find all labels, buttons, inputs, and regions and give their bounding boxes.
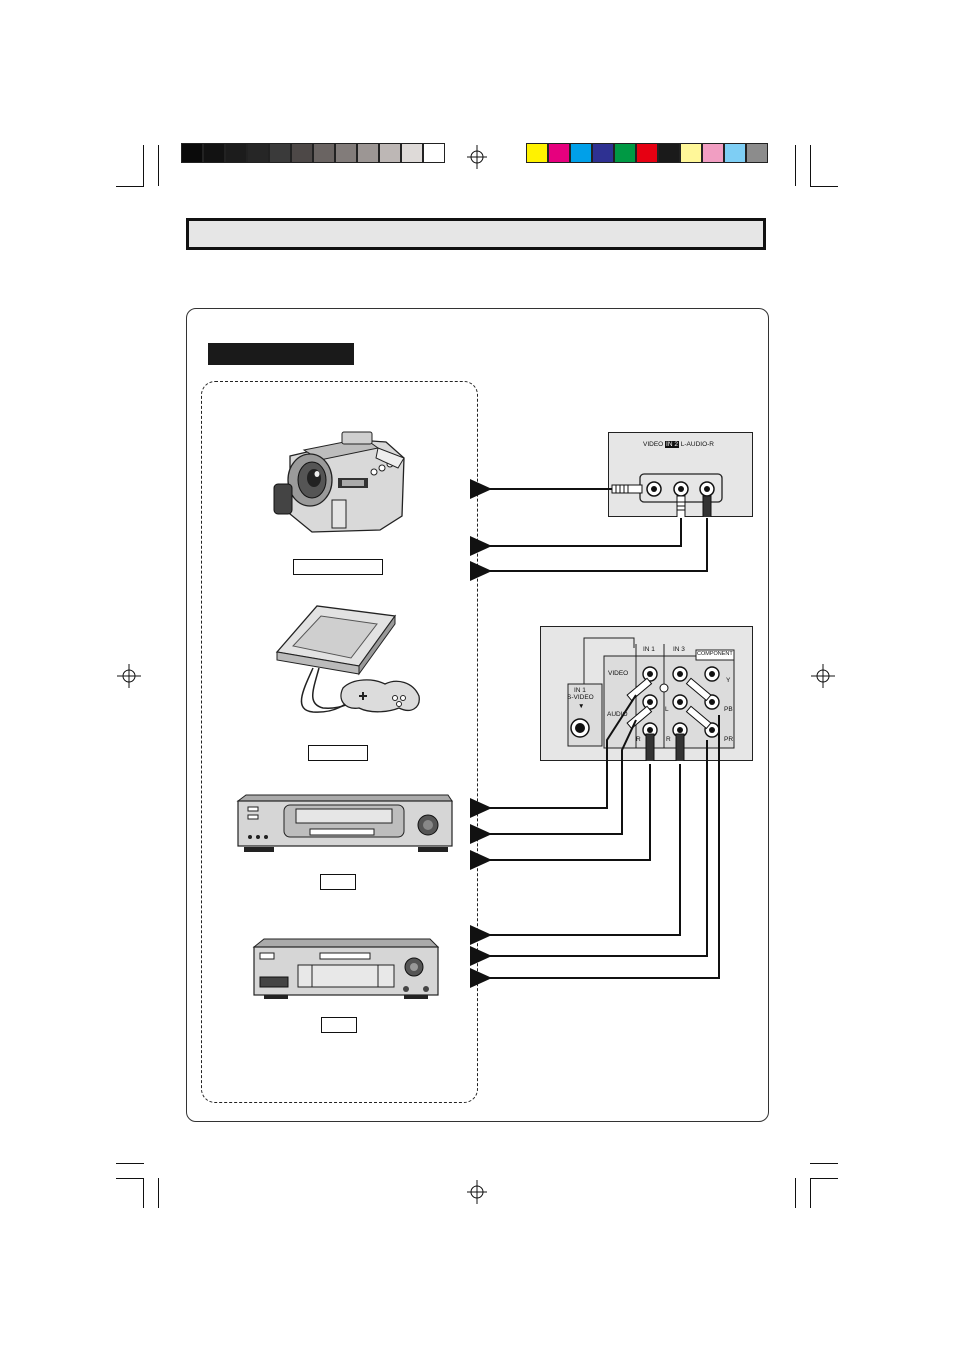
line-vcr-video [470, 694, 637, 818]
grayscale-swatch-1 [181, 143, 203, 163]
grayscale-swatch-7 [313, 143, 335, 163]
registration-target-top [467, 145, 487, 169]
grayscale-color-bar [181, 143, 445, 163]
section-header-bar [186, 218, 766, 250]
process-swatch-3 [570, 143, 592, 163]
jack-svideo-in1[interactable] [570, 718, 590, 738]
label-r-in3: R [666, 736, 671, 743]
game-console-label-box [308, 745, 368, 761]
grayscale-swatch-6 [291, 143, 313, 163]
grayscale-swatch-5 [269, 143, 291, 163]
process-swatch-10 [724, 143, 746, 163]
label-svideo-in1: IN 1 [574, 687, 586, 694]
registration-target-right [811, 664, 835, 688]
registration-target-left [117, 664, 141, 688]
vcr-illustration [236, 794, 453, 852]
label-svideo: S-VIDEO [567, 694, 594, 701]
dvd-label-box [321, 1017, 357, 1033]
line-vcr-audio-l [470, 719, 637, 844]
process-swatch-9 [702, 143, 724, 163]
label-in1: IN 1 [643, 646, 655, 653]
label-component: COMPONENT [697, 651, 733, 657]
process-swatch-4 [592, 143, 614, 163]
label-l: L [665, 706, 669, 713]
label-video-in1: VIDEO [608, 670, 629, 677]
label-audio-in1: AUDIO [607, 711, 628, 718]
panel-title-tab [208, 343, 354, 365]
grayscale-swatch-9 [357, 143, 379, 163]
line-vcr-audio-r [470, 764, 651, 870]
rear-panel-in2-label: VIDEO IN 2 L-AUDIO-R [643, 441, 714, 448]
label-video: VIDEO [643, 441, 664, 448]
label-pr: PR [724, 736, 734, 743]
connection-panel [186, 308, 769, 1122]
vcr-label-box [320, 874, 356, 890]
grayscale-swatch-10 [379, 143, 401, 163]
rear-panel-in2-jacks [611, 473, 723, 517]
process-swatch-5 [614, 143, 636, 163]
label-in2: IN 2 [665, 441, 679, 448]
process-swatch-7 [658, 143, 680, 163]
grayscale-swatch-8 [335, 143, 357, 163]
external-devices-group [201, 381, 478, 1103]
label-y: Y [726, 677, 731, 684]
line-dvd-pr [470, 715, 720, 988]
dvd-player-illustration [252, 938, 440, 999]
process-color-bar [526, 143, 768, 163]
process-swatch-2 [548, 143, 570, 163]
label-in3: IN 3 [673, 646, 685, 653]
process-swatch-6 [636, 143, 658, 163]
grayscale-swatch-2 [203, 143, 225, 163]
line-camcorder-audio-l [470, 518, 682, 556]
grayscale-swatch-3 [225, 143, 247, 163]
grayscale-swatch-4 [247, 143, 269, 163]
process-swatch-1 [526, 143, 548, 163]
label-r-in1: R [636, 736, 641, 743]
camcorder-illustration [273, 431, 405, 533]
registration-target-bottom [467, 1180, 487, 1204]
label-pb: PB [724, 706, 733, 713]
camcorder-label-box [293, 559, 383, 575]
line-dvd-y [470, 764, 681, 945]
line-camcorder-audio-r [470, 518, 708, 581]
jack-video-in2[interactable] [646, 481, 662, 497]
grayscale-swatch-12 [423, 143, 445, 163]
grayscale-swatch-11 [401, 143, 423, 163]
process-swatch-11 [746, 143, 768, 163]
label-audio: L-AUDIO-R [680, 441, 715, 448]
process-swatch-8 [680, 143, 702, 163]
game-console-illustration [275, 605, 420, 713]
rear-panel-in1-in3-diagram [567, 637, 735, 761]
svideo-arrow-icon: ▼ [578, 703, 585, 710]
line-dvd-pb [470, 740, 708, 966]
